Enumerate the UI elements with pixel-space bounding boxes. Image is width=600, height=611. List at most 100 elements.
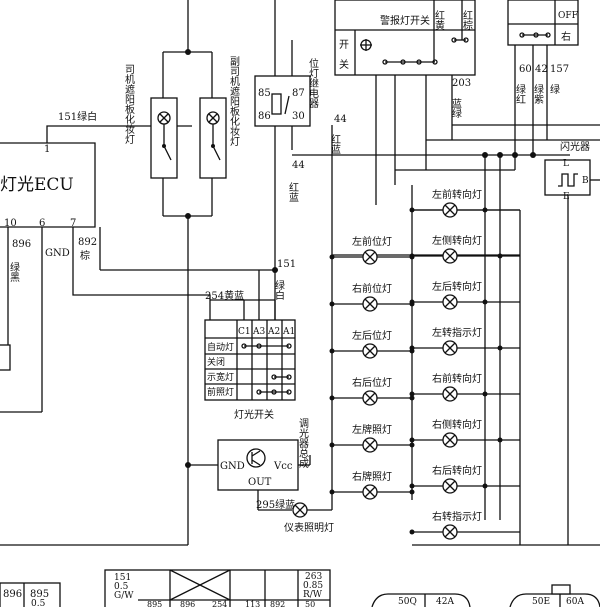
conn-left-895: 895	[30, 589, 49, 600]
lamp-cross	[444, 250, 456, 262]
relay-coil	[271, 93, 282, 115]
lamp-cross	[444, 480, 456, 492]
dimmer-transistor-icon	[246, 448, 266, 468]
light-switch-row: 示宽灯	[207, 371, 234, 383]
conn-mid-892: 892	[270, 600, 285, 607]
wire-151-top	[46, 125, 192, 143]
light-switch-box	[204, 319, 296, 401]
flasher-box	[544, 159, 591, 196]
light-switch-col: A3	[252, 327, 265, 337]
conn-left-05: 0.5	[31, 599, 46, 607]
relay-pin-86: 86	[258, 111, 271, 122]
left-cut-device	[0, 344, 11, 371]
conn-mid-151: 151	[114, 573, 131, 583]
junction-dot	[329, 301, 335, 307]
connector-left: 896 895 0.5	[0, 582, 61, 610]
relay-label: 位灯继电器	[307, 57, 319, 109]
wire-44-right-color: 红蓝	[329, 133, 341, 154]
junction-dot	[409, 395, 415, 401]
conn-mid-254: 254	[212, 600, 227, 607]
wire-151-top-label: 151绿白	[58, 110, 97, 123]
lamp-cross	[444, 342, 456, 354]
hazard-switch-title: 警报灯开关	[380, 14, 430, 27]
wire-896-label: 896	[12, 239, 31, 250]
relay-pin-85: 85	[258, 88, 271, 99]
visor-passenger-switch	[212, 145, 221, 161]
wire-151-mid-color: 绿白	[273, 279, 285, 300]
flasher-pin-b: B	[582, 176, 589, 186]
wire-44-left-color: 红蓝	[287, 181, 299, 202]
flasher-label: 闪光器	[560, 140, 590, 153]
conn-50q: 50Q	[398, 597, 417, 607]
lamp-cross	[444, 526, 456, 538]
lamp-right-label: 左后转向灯	[432, 280, 482, 293]
connector-right-a-shell	[371, 593, 471, 608]
lamp-cross	[364, 439, 376, 451]
dimmer-assembly: GND Vcc OUT 调光器总成	[217, 418, 311, 511]
conn-mid-085: 0.85	[303, 581, 323, 591]
dimmer-label: 调光器总成	[297, 418, 309, 469]
junction-dot	[409, 207, 415, 213]
junction-dot	[409, 299, 415, 305]
lamp-left-label: 左前位灯	[352, 235, 392, 248]
junction-dot	[409, 345, 415, 351]
wire-295-label: 295绿蓝	[256, 498, 295, 511]
wire-892-color: 棕	[80, 249, 90, 262]
hazard-wire-red-yellow: 红黄	[433, 9, 445, 31]
wire-203-num: 203	[452, 78, 471, 89]
dimmer-vcc: Vcc	[273, 461, 293, 472]
lamp-cross	[444, 296, 456, 308]
lamp-cross	[444, 434, 456, 446]
wire-151-mid-num: 151	[277, 259, 296, 270]
conn-mid-rw: R/W	[303, 590, 323, 600]
lamp-left-label: 左牌照灯	[352, 423, 392, 436]
wire-44-left-num: 44	[292, 160, 305, 171]
junction-dot	[497, 437, 503, 443]
junction-dot	[497, 345, 503, 351]
connector-right-b-latch	[551, 584, 571, 595]
turn-switch-off: OFF	[558, 11, 578, 21]
hazard-on-label: 开	[339, 40, 349, 51]
lamp-cross	[364, 392, 376, 404]
lamp-left-label: 右牌照灯	[352, 470, 392, 483]
lamp-right-label: 左侧转向灯	[432, 234, 482, 247]
conn-mid-05: 0.5	[114, 582, 129, 592]
wire-60-color: 绿红	[514, 83, 526, 104]
conn-mid-896: 896	[180, 600, 195, 607]
junction-dot	[409, 489, 415, 495]
lamp-cross	[444, 204, 456, 216]
connector-right-b-shell	[509, 593, 600, 608]
visor-driver-label: 司机遮阳板化妆灯	[123, 64, 135, 145]
lamp-cross	[364, 486, 376, 498]
wire-892-label: 892	[78, 237, 97, 248]
relay-contact	[284, 95, 290, 115]
conn-mid-263: 263	[305, 572, 322, 582]
flasher: L B E 闪光器	[544, 140, 600, 545]
lamp-cross	[364, 345, 376, 357]
relay-pin-30: 30	[292, 111, 305, 122]
wire-254-label: 254黄蓝	[205, 289, 244, 302]
visor-passenger-label: 副司机遮阳板化妆灯	[228, 56, 240, 147]
lamp-left-label: 左后位灯	[352, 329, 392, 342]
light-switch-col: A1	[282, 327, 295, 337]
dimmer-gnd: GND	[220, 461, 245, 472]
junction-dot	[409, 483, 415, 489]
wire-896-color: 绿黑	[8, 261, 20, 283]
junction-dot	[409, 529, 415, 535]
conn-60a: 60A	[566, 597, 584, 607]
flasher-pin-e: E	[563, 192, 570, 202]
lamp-right-label: 左转指示灯	[432, 326, 482, 339]
dimmer-out: OUT	[248, 477, 272, 488]
wire-44-right-num: 44	[334, 114, 347, 125]
conn-mid-50: 50	[305, 600, 315, 607]
relay-pin-87: 87	[292, 88, 305, 99]
lamp-right-label: 左前转向灯	[432, 188, 482, 201]
junction-dot	[329, 489, 335, 495]
ecu-gnd-label: GND	[45, 248, 70, 259]
